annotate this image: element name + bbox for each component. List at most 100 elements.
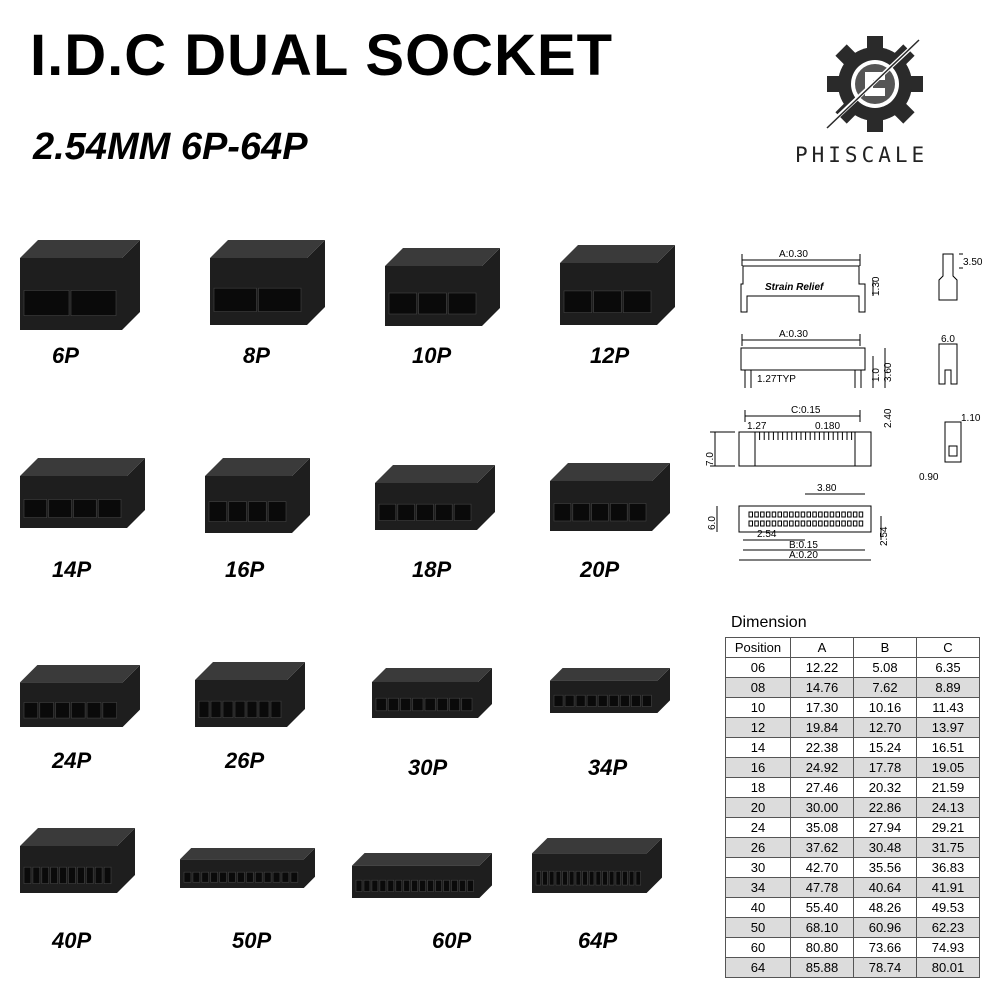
dimension-header-1: A: [790, 637, 854, 658]
connector-label-34p: 34P: [588, 755, 628, 780]
connector-label-24p: 24P: [52, 748, 92, 773]
connector-label-60p: 60P: [432, 928, 472, 953]
table-cell: 60: [725, 937, 791, 958]
table-cell: 7.62: [853, 677, 917, 698]
connector-image-50p: [180, 848, 315, 888]
svg-text:6.0: 6.0: [941, 334, 955, 345]
table-cell: 35.56: [853, 857, 917, 878]
connector-image-12p: [560, 245, 675, 325]
connector-image-34p: [550, 668, 670, 713]
svg-text:2.54: 2.54: [757, 529, 777, 540]
svg-text:0.90: 0.90: [919, 472, 939, 483]
table-cell: 15.24: [853, 737, 917, 758]
connector-image-64p: [532, 838, 662, 893]
table-cell: 13.97: [916, 717, 980, 738]
dimension-header-2: B: [853, 637, 917, 658]
table-cell: 29.21: [916, 817, 980, 838]
connector-image-20p: [550, 463, 670, 531]
table-cell: 21.59: [916, 777, 980, 798]
svg-text:1.10: 1.10: [961, 413, 981, 424]
table-cell: 26: [725, 837, 791, 858]
table-cell: 10: [725, 697, 791, 718]
svg-text:Strain Relief: Strain Relief: [765, 282, 825, 293]
table-cell: 11.43: [916, 697, 980, 718]
table-cell: 74.93: [916, 937, 980, 958]
table-cell: 85.88: [790, 957, 854, 978]
table-cell: 47.78: [790, 877, 854, 898]
table-cell: 40: [725, 897, 791, 918]
table-cell: 19.05: [916, 757, 980, 778]
svg-text:0.180: 0.180: [815, 421, 840, 432]
table-cell: 34: [725, 877, 791, 898]
table-cell: 36.83: [916, 857, 980, 878]
connector-label-40p: 40P: [52, 928, 92, 953]
table-cell: 12.70: [853, 717, 917, 738]
connector-label-20p: 20P: [580, 557, 620, 582]
svg-text:A:0.30: A:0.30: [779, 249, 808, 260]
dimension-header-0: Position: [725, 637, 791, 658]
svg-text:3.60: 3.60: [883, 362, 894, 382]
svg-text:3.80: 3.80: [817, 483, 837, 494]
table-cell: 30.48: [853, 837, 917, 858]
dimension-header-3: C: [916, 637, 980, 658]
connector-image-18p: [375, 465, 495, 530]
connector-label-14p: 14P: [52, 557, 92, 582]
svg-text:6.0: 6.0: [707, 516, 718, 530]
connector-image-24p: [20, 665, 140, 727]
page-subtitle: 2.54MM 6P-64P: [33, 126, 308, 168]
table-cell: 49.53: [916, 897, 980, 918]
svg-text:1.0: 1.0: [871, 368, 882, 382]
table-cell: 50: [725, 917, 791, 938]
technical-drawing: A:0.30 Strain Relief 1.30 3.50 A:0.30 1.…: [705, 240, 995, 580]
svg-text:1.27: 1.27: [747, 421, 767, 432]
table-cell: 16.51: [916, 737, 980, 758]
table-cell: 17.30: [790, 697, 854, 718]
connector-label-30p: 30P: [408, 755, 448, 780]
table-cell: 35.08: [790, 817, 854, 838]
connector-image-6p: [20, 240, 140, 330]
table-cell: 60.96: [853, 917, 917, 938]
connector-label-12p: 12P: [590, 343, 630, 368]
table-cell: 14: [725, 737, 791, 758]
table-cell: 80.01: [916, 957, 980, 978]
table-cell: 17.78: [853, 757, 917, 778]
table-cell: 24.13: [916, 797, 980, 818]
connector-image-8p: [210, 240, 325, 325]
connector-image-40p: [20, 828, 135, 893]
svg-text:A:0.20: A:0.20: [789, 550, 818, 561]
table-cell: 6.35: [916, 657, 980, 678]
connector-label-50p: 50P: [232, 928, 272, 953]
dimension-caption: Dimension: [731, 614, 807, 631]
svg-text:1.27TYP: 1.27TYP: [757, 374, 796, 385]
table-cell: 64: [725, 957, 791, 978]
table-cell: 40.64: [853, 877, 917, 898]
connector-label-6p: 6P: [52, 343, 79, 368]
table-cell: 73.66: [853, 937, 917, 958]
svg-text:C:0.15: C:0.15: [791, 405, 821, 416]
table-cell: 16: [725, 757, 791, 778]
table-cell: 55.40: [790, 897, 854, 918]
svg-text:7.0: 7.0: [705, 452, 716, 466]
connector-label-64p: 64P: [578, 928, 618, 953]
connector-image-10p: [385, 248, 500, 326]
connector-image-16p: [205, 458, 310, 533]
table-cell: 31.75: [916, 837, 980, 858]
table-cell: 22.38: [790, 737, 854, 758]
table-cell: 80.80: [790, 937, 854, 958]
connector-label-26p: 26P: [225, 748, 265, 773]
connector-image-26p: [195, 662, 305, 727]
table-cell: 42.70: [790, 857, 854, 878]
svg-text:3.50: 3.50: [963, 257, 983, 268]
